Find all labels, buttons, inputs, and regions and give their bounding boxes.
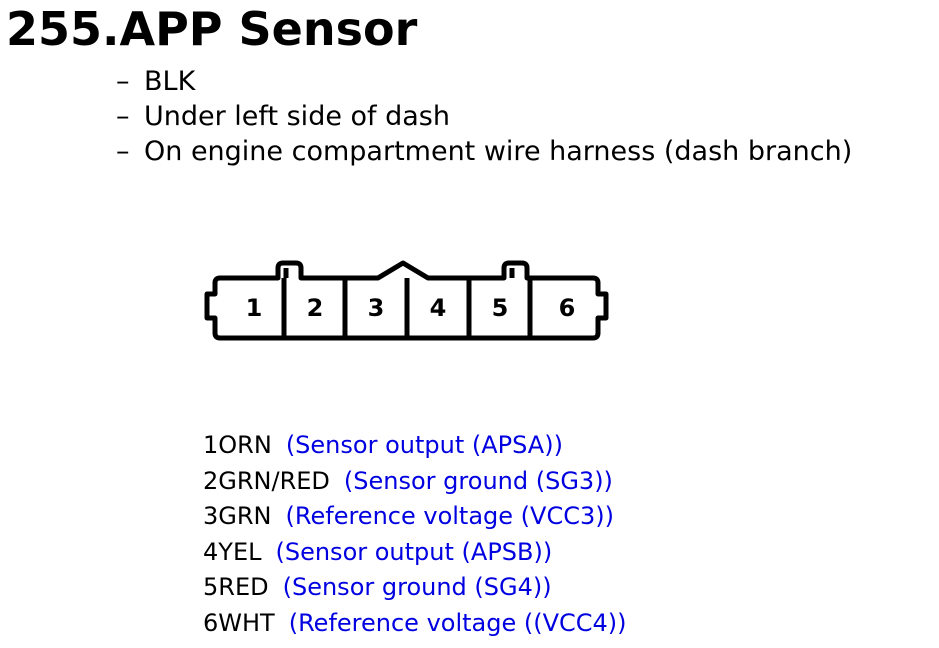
pin-number: 1	[246, 294, 263, 322]
pin-description: (Reference voltage ((VCC4))	[288, 608, 627, 637]
pin-number: 2	[203, 466, 219, 495]
pin-number: 4	[430, 294, 447, 322]
pin-number: 5	[492, 294, 509, 322]
pin-description: (Reference voltage (VCC3))	[285, 502, 614, 531]
pin-number: 6	[559, 294, 576, 322]
wire-color: WHT	[218, 608, 275, 637]
wire-color: GRN	[218, 502, 272, 531]
note-bullet: –	[116, 66, 130, 97]
wire-color: YEL	[218, 537, 262, 566]
pin-number: 3	[203, 502, 219, 531]
pinout-row: 6WHT (Reference voltage ((VCC4))	[203, 606, 627, 642]
pin-description: (Sensor output (APSA))	[285, 431, 563, 459]
note-item: –BLK	[116, 64, 852, 99]
wire-color: ORN	[218, 431, 272, 459]
note-item: –On engine compartment wire harness (das…	[116, 134, 852, 169]
pin-number: 6	[203, 608, 219, 637]
note-text: Under left side of dash	[144, 101, 450, 132]
pin-number: 4	[203, 537, 219, 566]
pin-description: (Sensor output (APSB))	[275, 537, 553, 566]
note-bullet: –	[116, 101, 130, 132]
note-item: –Under left side of dash	[116, 99, 852, 134]
pinout-row: 2GRN/RED (Sensor ground (SG3))	[203, 464, 627, 500]
note-bullet: –	[116, 136, 130, 167]
page-title: 255.APP Sensor	[6, 2, 418, 56]
connector-diagram: 1 2 3 4 5 6	[204, 260, 609, 341]
note-text: BLK	[144, 66, 196, 97]
location-notes: –BLK –Under left side of dash –On engine…	[116, 64, 852, 169]
pin-number: 2	[307, 294, 324, 322]
connector-outline	[204, 260, 609, 341]
note-text: On engine compartment wire harness (dash…	[144, 136, 853, 167]
pinout-row: 3GRN (Reference voltage (VCC3))	[203, 499, 627, 535]
wire-color: RED	[218, 573, 269, 602]
pin-description: (Sensor ground (SG3))	[343, 466, 613, 495]
pin-number: 3	[368, 294, 385, 322]
pin-number: 1	[203, 431, 219, 459]
pinout-row: 4YEL (Sensor output (APSB))	[203, 535, 627, 571]
pinout-row: 5RED (Sensor ground (SG4))	[203, 570, 627, 606]
pinout-list: 1ORN (Sensor output (APSA)) 2GRN/RED (Sens…	[203, 428, 627, 642]
pin-description: (Sensor ground (SG4))	[282, 573, 552, 602]
pin-number: 5	[203, 573, 219, 602]
wire-color: GRN/RED	[218, 466, 330, 495]
pinout-row: 1ORN (Sensor output (APSA))	[203, 428, 627, 464]
